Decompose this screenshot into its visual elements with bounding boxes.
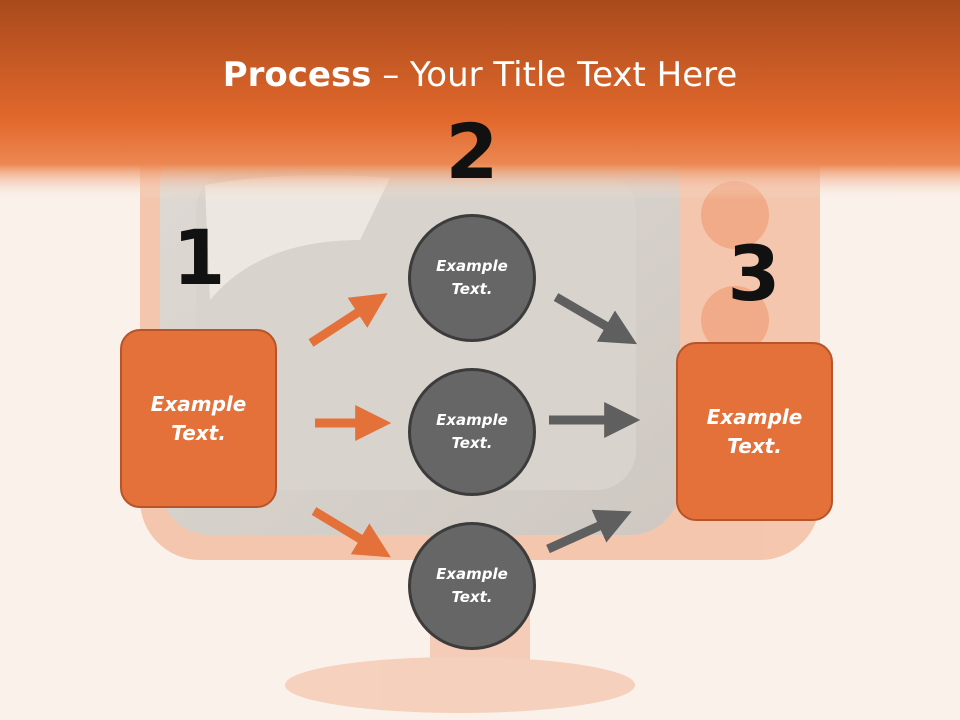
circle-middle-text: Example Text.: [436, 411, 508, 452]
step-2-circle-bottom: Example Text.: [408, 522, 536, 650]
step-number-3: 3: [727, 229, 781, 318]
title-bold: Process: [222, 55, 372, 95]
step-1-text: Example Text.: [150, 391, 247, 445]
arrow-top-to-3: [553, 293, 638, 345]
step-3-box: Example Text.: [676, 342, 833, 521]
step-1-box: Example Text.: [120, 329, 277, 508]
step-number-2: 2: [445, 107, 499, 196]
slide-title: Process – Your Title Text Here: [0, 52, 960, 98]
arrow-1-to-bottom: [311, 507, 391, 558]
circle-bottom-text: Example Text.: [436, 565, 508, 606]
step-2-circle-top: Example Text.: [408, 214, 536, 342]
title-rest: – Your Title Text Here: [371, 55, 738, 95]
step-3-text: Example Text.: [706, 404, 803, 458]
arrow-1-to-top: [308, 293, 388, 347]
arrow-bottom-to-3: [546, 509, 632, 554]
circle-top-text: Example Text.: [436, 257, 508, 298]
step-number-1: 1: [172, 213, 226, 302]
step-2-circle-middle: Example Text.: [408, 368, 536, 496]
